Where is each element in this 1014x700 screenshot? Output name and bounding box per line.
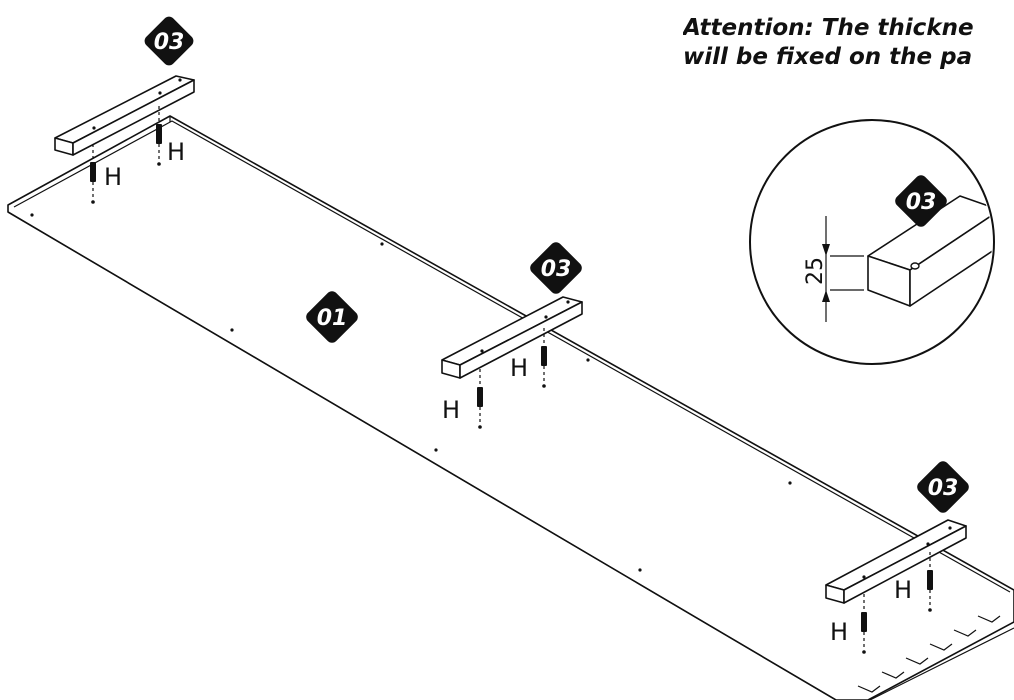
part-tag-03-left: 03: [144, 16, 194, 66]
fastener-label-2: H: [167, 138, 185, 166]
screw-h-1: H: [89, 143, 122, 205]
screw-h-2: H: [155, 105, 185, 167]
fastener-label-3: H: [442, 396, 460, 424]
screw-h-5: H: [830, 593, 868, 655]
attention-note-line-2: will be fixed on the pa: [683, 44, 973, 70]
part-tag-01-label: 01: [317, 306, 348, 331]
panel-01: [7, 115, 1014, 700]
part-tag-03-right: 03: [917, 461, 969, 513]
panel-end-slats: [857, 615, 1014, 700]
part-tag-01: 01: [306, 291, 358, 343]
part-tag-03-middle: 03: [530, 242, 582, 294]
fastener-label-4: H: [510, 354, 528, 382]
part-tag-03-middle-label: 03: [541, 257, 572, 282]
fastener-label-5: H: [830, 618, 848, 646]
screw-h-4: H: [510, 327, 548, 389]
part-tag-03-detail-label: 03: [906, 190, 937, 215]
fastener-label-1: H: [104, 163, 122, 191]
part-tag-03-right-label: 03: [928, 476, 959, 501]
screw-h-3: H: [442, 368, 484, 430]
rail-03-middle: [441, 296, 583, 379]
part-tag-03-left-label: 03: [154, 30, 185, 55]
thickness-dimension: 25: [803, 257, 828, 285]
rail-03-left: [54, 75, 195, 156]
attention-note: Attention: The thickne will be fixed on …: [683, 14, 1014, 72]
fastener-label-6: H: [894, 576, 912, 604]
rail-03-right: [825, 519, 967, 604]
detail-circle: 25 03: [749, 119, 995, 365]
part-tag-03-detail: 03: [895, 175, 947, 227]
screw-h-6: H: [894, 551, 934, 613]
attention-note-line-1: Attention: The thickne: [683, 15, 974, 41]
